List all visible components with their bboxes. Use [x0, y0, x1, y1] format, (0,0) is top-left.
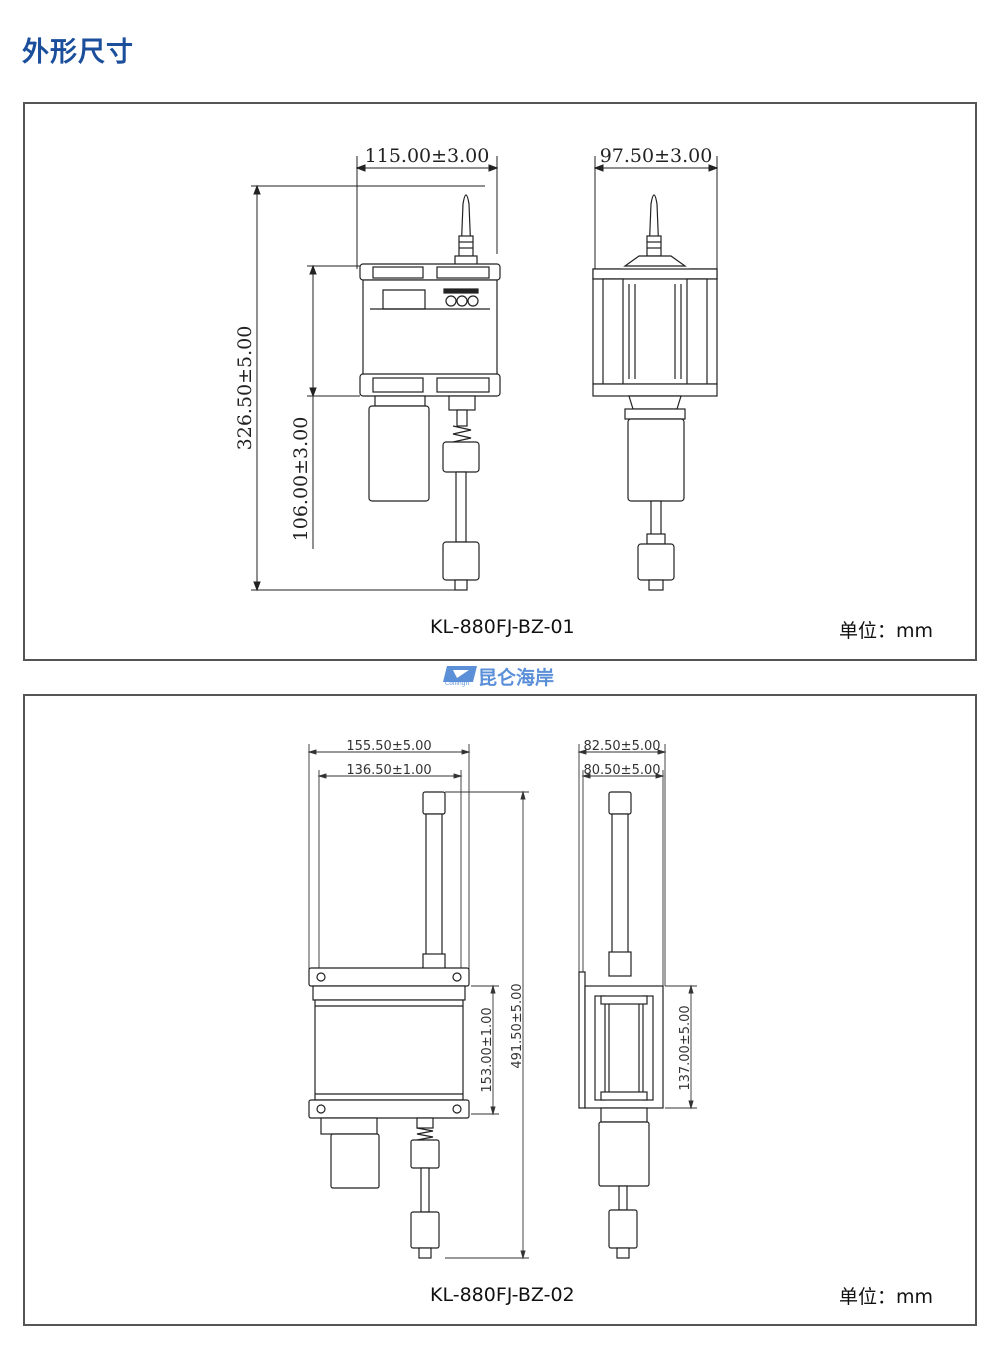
dim-body-height: 106.00±3.00 [290, 417, 312, 542]
dim-body-height-bz02: 153.00±1.00 [480, 1007, 495, 1092]
company-logo-icon [443, 666, 477, 682]
dim-side-body-height-bz02: 137.00±5.00 [678, 1005, 693, 1090]
dim-side-outer-width: 82.50±5.00 [583, 739, 660, 754]
side-view-device [592, 194, 718, 591]
page-title: 外形尺寸 [22, 37, 134, 68]
drawing-panel-bz01: 115.00±3.00 97.50±3.00 326.50±5.00 106.0… [23, 102, 977, 661]
dim-total-height: 326.50±5.00 [234, 326, 256, 451]
side-view-device-bz02 [578, 791, 664, 1259]
front-view-device-bz02 [308, 791, 470, 1259]
dim-side-inner-width: 80.50±5.00 [583, 763, 660, 778]
company-logo-text: 昆仑海岸 [478, 667, 555, 689]
technical-drawing-bz01: 115.00±3.00 97.50±3.00 326.50±5.00 106.0… [234, 145, 719, 592]
dim-side-width: 97.50±3.00 [600, 145, 713, 167]
company-logo-subtext: Collingh [445, 680, 470, 687]
dim-front-outer-width: 155.50±5.00 [346, 739, 431, 754]
dim-total-height-bz02: 491.50±5.00 [510, 983, 525, 1068]
dim-front-inner-width: 136.50±1.00 [346, 763, 431, 778]
drawing-panel-bz02: 155.50±5.00 136.50±1.00 82.50±5.00 80.50… [23, 694, 977, 1326]
model-label-bz01: KL-880FJ-BZ-01 [430, 616, 575, 638]
front-view-device [359, 194, 501, 591]
technical-drawing-bz02: 155.50±5.00 136.50±1.00 82.50±5.00 80.50… [307, 739, 697, 1260]
dim-front-width: 115.00±3.00 [365, 145, 490, 167]
unit-label-bz02: 单位：mm [839, 1286, 934, 1308]
unit-label-bz01: 单位：mm [839, 620, 934, 642]
model-label-bz02: KL-880FJ-BZ-02 [430, 1284, 575, 1306]
